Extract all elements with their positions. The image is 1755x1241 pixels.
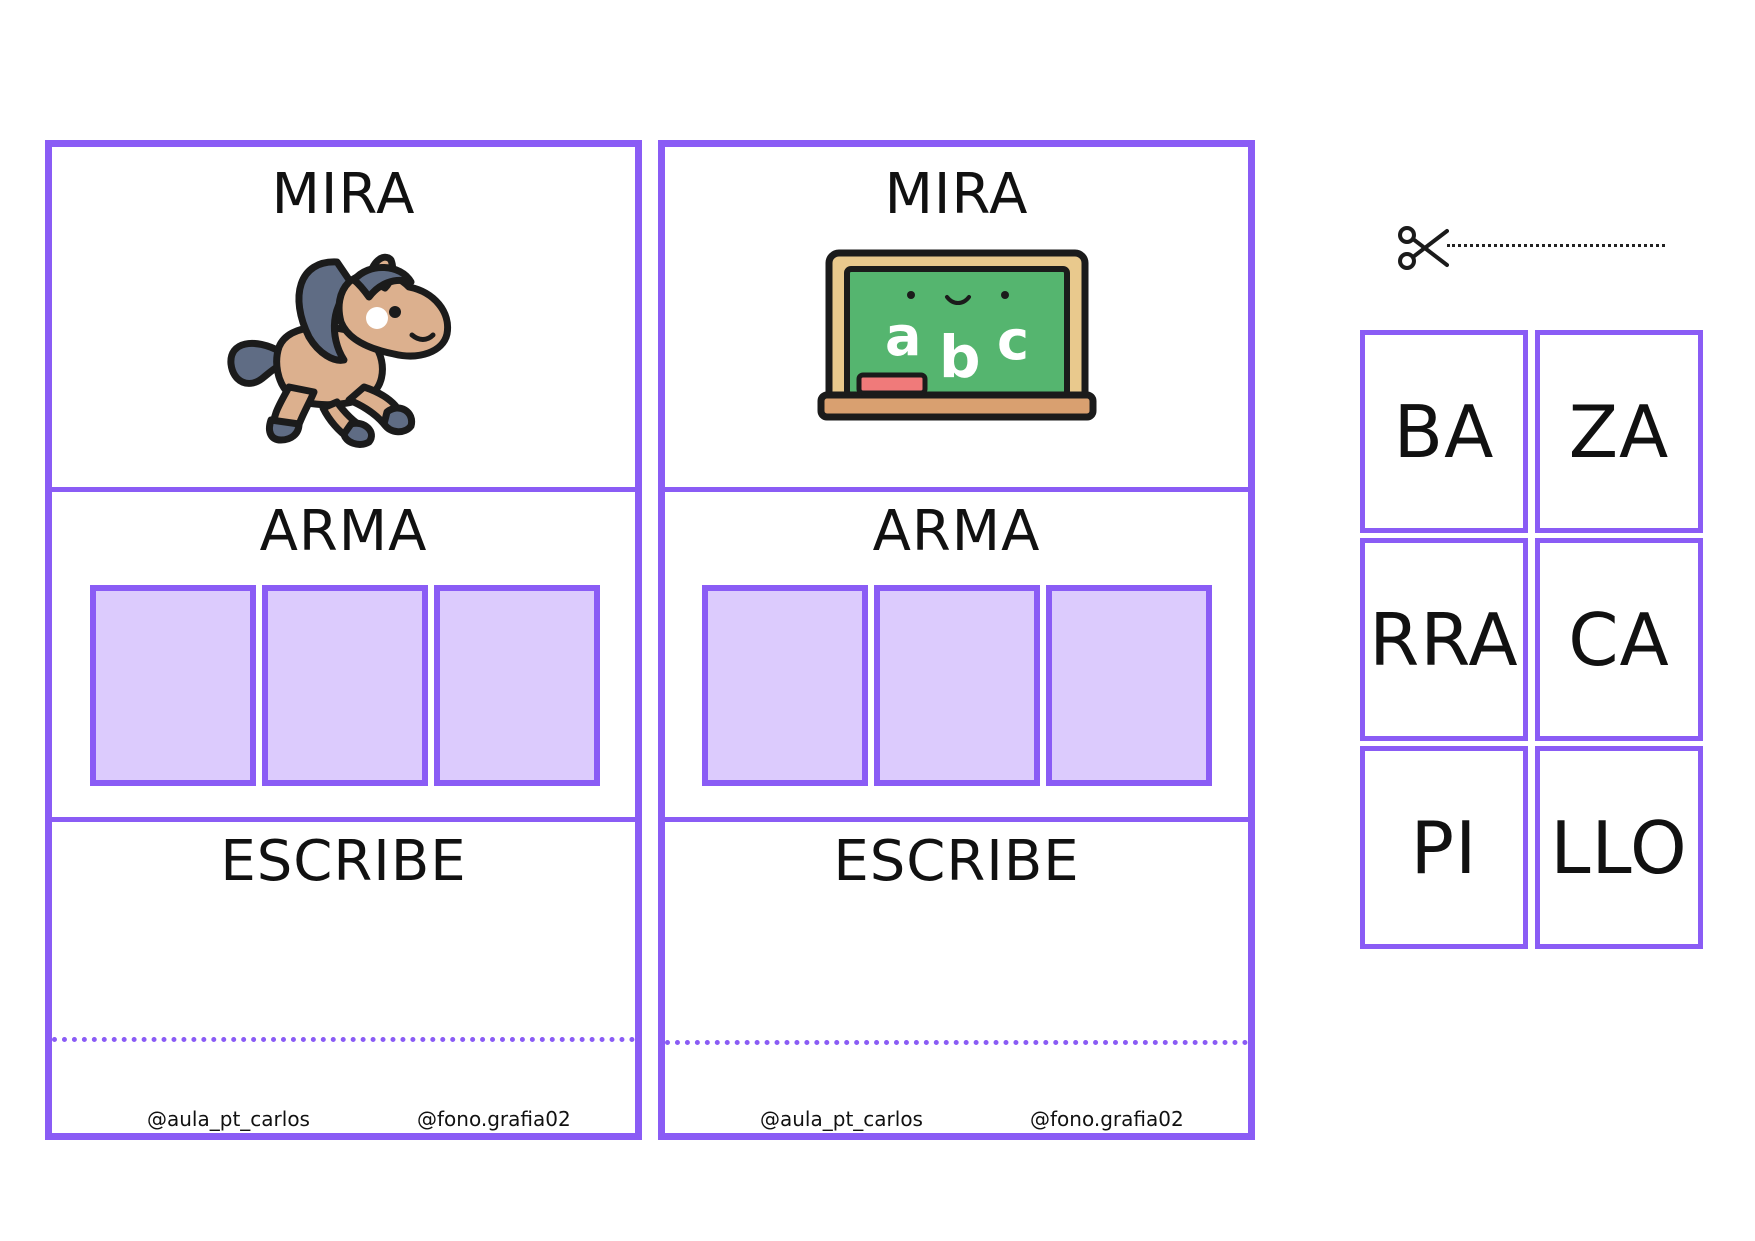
chalk-letter-c: c bbox=[997, 309, 1029, 372]
writing-line[interactable] bbox=[52, 1037, 635, 1042]
syllable-tile[interactable]: BA bbox=[1360, 330, 1528, 533]
mira-heading: MIRA bbox=[884, 162, 1029, 227]
escribe-heading: ESCRIBE bbox=[220, 829, 467, 894]
syllable-tiles: BA ZA RRA CA PI LLO bbox=[1360, 330, 1704, 950]
syllable-tile[interactable]: ZA bbox=[1535, 330, 1703, 533]
credit-aula: @aula_pt_carlos bbox=[760, 1107, 923, 1131]
escribe-section: ESCRIBE @aula_pt_carlos @fono.grafia02 bbox=[52, 822, 635, 1133]
mira-section: MIRA a b c bbox=[665, 147, 1248, 492]
arma-heading: ARMA bbox=[259, 499, 428, 564]
cut-guide-line bbox=[1447, 244, 1665, 247]
syllable-slot-2[interactable] bbox=[874, 585, 1040, 786]
syllable-slot-2[interactable] bbox=[262, 585, 428, 786]
escribe-heading: ESCRIBE bbox=[833, 829, 1080, 894]
chalkboard-abc-icon: a b c bbox=[817, 247, 1097, 431]
arma-heading: ARMA bbox=[872, 499, 1041, 564]
syllable-slot-1[interactable] bbox=[90, 585, 256, 786]
chalk-letter-b: b bbox=[939, 323, 981, 391]
credit-fono: @fono.grafia02 bbox=[1030, 1107, 1184, 1131]
syllable-slot-3[interactable] bbox=[1046, 585, 1212, 786]
arma-section: ARMA bbox=[52, 492, 635, 822]
mira-heading: MIRA bbox=[271, 162, 416, 227]
syllable-slot-3[interactable] bbox=[434, 585, 600, 786]
credit-aula: @aula_pt_carlos bbox=[147, 1107, 310, 1131]
syllable-tile[interactable]: RRA bbox=[1360, 538, 1528, 741]
syllable-tile[interactable]: PI bbox=[1360, 746, 1528, 949]
syllable-tile[interactable]: CA bbox=[1535, 538, 1703, 741]
pony-icon bbox=[219, 242, 469, 461]
syllable-slots bbox=[702, 585, 1212, 786]
writing-line[interactable] bbox=[665, 1040, 1248, 1045]
syllable-tile[interactable]: LLO bbox=[1535, 746, 1703, 949]
scissors-icon bbox=[1397, 223, 1449, 277]
credit-fono: @fono.grafia02 bbox=[417, 1107, 571, 1131]
chalk-letter-a: a bbox=[885, 305, 921, 368]
mira-section: MIRA bbox=[52, 147, 635, 492]
arma-section: ARMA bbox=[665, 492, 1248, 822]
syllable-slots bbox=[90, 585, 600, 786]
escribe-section: ESCRIBE @aula_pt_carlos @fono.grafia02 bbox=[665, 822, 1248, 1133]
card-chalkboard: MIRA a b c ARMA ESCRIBE @aula bbox=[658, 140, 1255, 1140]
card-pony: MIRA bbox=[45, 140, 642, 1140]
syllable-slot-1[interactable] bbox=[702, 585, 868, 786]
